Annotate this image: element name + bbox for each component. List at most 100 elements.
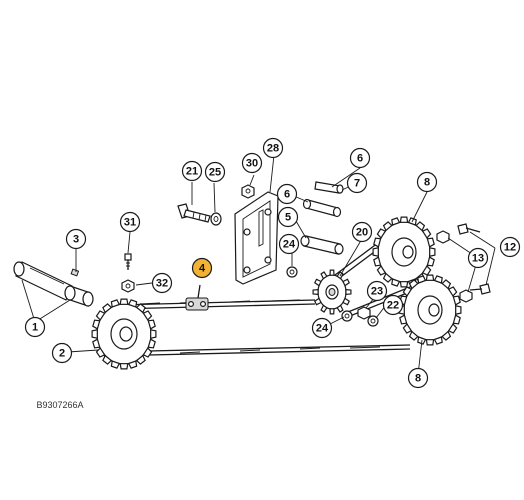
sprocket-tooth: [135, 354, 146, 365]
callout-circle: [277, 206, 299, 228]
sprocket-tooth: [408, 279, 419, 290]
callout-28: 28: [262, 137, 284, 159]
sprocket-tooth: [314, 278, 322, 287]
sprocket-tooth: [426, 237, 435, 248]
callout-circle: [467, 247, 489, 269]
callout-number: 4: [199, 263, 206, 275]
callout-number: 24: [316, 323, 329, 335]
nut-13-upper: [436, 230, 450, 244]
callout-12: 12: [499, 236, 521, 258]
nut-23: [357, 306, 371, 320]
callout-number: 12: [504, 242, 516, 254]
callout-21: 21: [181, 160, 203, 182]
idler-sprocket: [312, 269, 352, 315]
sprocket-tooth: [402, 286, 413, 297]
sprocket-tooth: [95, 310, 106, 321]
washer-22: [367, 315, 379, 327]
sprocket-tooth: [329, 269, 335, 276]
sprocket-tooth: [110, 299, 121, 308]
callout-circle: [366, 280, 388, 302]
bushing-7: [314, 181, 344, 194]
callout-32: 32: [151, 272, 173, 294]
drive-sprocket-left: [91, 298, 157, 370]
bushing-5: [300, 235, 344, 255]
sprocket-tooth: [382, 221, 393, 232]
nut-32: [121, 279, 135, 293]
callout-number: 1: [32, 322, 38, 334]
callout-circle: [51, 342, 73, 364]
callout-circle: [241, 152, 263, 174]
sprocket-tooth: [399, 281, 409, 288]
sprocket-tooth: [452, 295, 461, 306]
callout-number: 6: [284, 189, 290, 201]
callout-circle: [65, 228, 87, 250]
washer-24-lower: [341, 310, 353, 322]
callout-circle: [349, 147, 371, 169]
drawing-code: B9307266A: [36, 400, 83, 410]
callout-circle: [151, 272, 173, 294]
sprocket-tooth: [320, 304, 328, 313]
mounting-bracket: [234, 191, 279, 285]
sprocket-tooth: [135, 303, 146, 314]
leader-lines: [21, 154, 496, 376]
callout-7: 7: [346, 172, 368, 194]
sprocket-tooth: [426, 256, 435, 267]
sprocket-tooth: [312, 288, 319, 296]
callout-number: 21: [186, 166, 198, 178]
washer-24-upper: [286, 266, 298, 278]
sprocket-tooth: [345, 288, 352, 296]
callout-circle: [191, 257, 213, 279]
callout-circle: [181, 160, 203, 182]
sprocket-tooth: [95, 347, 106, 358]
sprocket-tooth: [376, 228, 387, 239]
callout-20: 20: [351, 221, 373, 243]
sprocket-tooth: [399, 216, 409, 223]
sprocket-tooth: [402, 323, 413, 334]
sprocket-tooth: [452, 314, 461, 325]
callout-number: 30: [246, 158, 258, 170]
callout-number: 32: [156, 278, 168, 290]
callout-24: 24: [278, 233, 300, 255]
sprocket-tooth: [102, 303, 113, 314]
bolt-21: [177, 203, 211, 223]
callout-circle: [407, 367, 429, 389]
shaft-assembly: [13, 261, 94, 307]
callout-number: 25: [209, 167, 221, 179]
sprocket-tooth: [342, 278, 350, 287]
sprocket-tooth: [119, 298, 129, 305]
callout-circle: [119, 211, 141, 233]
sprocket-tooth: [110, 360, 121, 369]
callout-circle: [382, 294, 404, 316]
washer-30: [241, 184, 255, 199]
driven-sprocket-upper: [372, 216, 436, 288]
callout-circle: [204, 161, 226, 183]
sprocket-tooth: [376, 265, 387, 276]
callout-25: 25: [204, 161, 226, 183]
sprocket-tooth: [421, 228, 432, 239]
sprocket-tooth: [336, 304, 344, 313]
callout-number: 3: [73, 234, 79, 246]
sprocket-tooth: [441, 330, 452, 341]
callout-24: 24: [311, 317, 333, 339]
callout-13: 13: [467, 247, 489, 269]
sprocket-tooth: [329, 308, 335, 315]
sprocket-tooth: [417, 275, 427, 284]
sprocket-tooth: [320, 271, 328, 280]
sprocket-tooth: [373, 237, 382, 248]
sprocket-tooth: [415, 221, 426, 232]
sprocket-tooth: [408, 330, 419, 341]
callout-22: 22: [382, 294, 404, 316]
sprocket-tooth: [391, 217, 401, 226]
sprocket-tooth: [382, 272, 393, 283]
callout-6: 6: [349, 147, 371, 169]
bolt-12-lower: [469, 283, 491, 295]
callout-number: 8: [415, 373, 421, 385]
sprocket-tooth: [314, 297, 322, 306]
sprocket-tooth: [342, 297, 350, 306]
callout-number: 13: [472, 253, 484, 265]
callout-30: 30: [241, 152, 263, 174]
sprocket-tooth: [150, 329, 157, 339]
sprocket-tooth: [92, 319, 101, 330]
sprocket-tooth: [433, 275, 443, 284]
